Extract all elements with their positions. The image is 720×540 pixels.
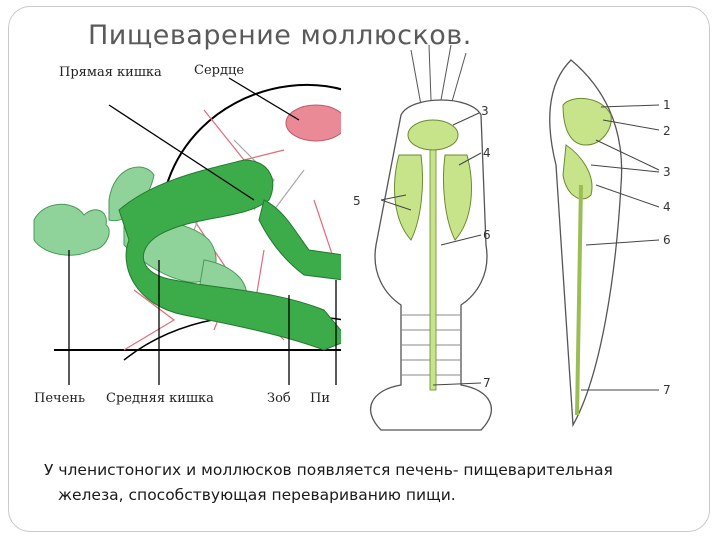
label-midgut: Средняя кишка [106, 391, 214, 406]
num-6-top: 6 [483, 228, 491, 242]
num-5: 5 [353, 194, 361, 208]
label-crop: Зоб [267, 391, 291, 406]
heart-organ [286, 105, 346, 141]
num-7-top: 7 [483, 376, 491, 390]
num-3-side: 3 [663, 165, 671, 179]
caption-line-1: У членистоногих и моллюсков появляется п… [44, 461, 613, 479]
caption-line-2: железа, способствующая перевариванию пищ… [44, 483, 694, 508]
num-3-top: 3 [481, 104, 489, 118]
num-4-side: 4 [663, 200, 671, 214]
num-7-side: 7 [663, 383, 671, 397]
label-heart: Сердце [194, 63, 244, 78]
liver-organ [34, 204, 109, 255]
slide-caption: У членистоногих и моллюсков появляется п… [44, 458, 694, 508]
mollusk-digestive-diagram: Прямая кишка Сердце Печень Средняя кишка… [14, 50, 354, 420]
num-6-side: 6 [663, 233, 671, 247]
stomach-organ [408, 120, 458, 150]
label-liver: Печень [34, 391, 85, 406]
num-4-top: 4 [483, 146, 491, 160]
label-rectum-line1: Прямая кишка [59, 65, 162, 80]
num-2: 2 [663, 124, 671, 138]
num-1: 1 [663, 98, 671, 112]
intestine [430, 150, 436, 390]
label-partial: Пи [310, 391, 330, 406]
crayfish-digestive-diagram: 3 4 5 6 7 1 2 3 4 6 7 [341, 45, 679, 435]
